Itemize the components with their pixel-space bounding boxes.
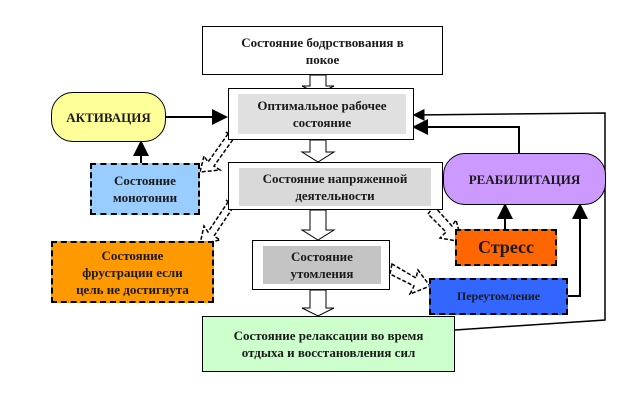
node-fatigue: Состояние утомления — [252, 240, 390, 290]
node-rehabilitation: РЕАБИЛИТАЦИЯ — [443, 153, 606, 205]
block-arrow-2 — [300, 139, 336, 163]
arrow-overfatigue-to-rehab — [568, 203, 588, 297]
node-frustration: Состояние фрустрации если цель не достиг… — [51, 241, 214, 303]
block-arrow-3 — [300, 209, 336, 241]
node-tense-activity: Состояние напряженной деятельности — [228, 162, 443, 210]
node-relaxation: Состояние релаксации во время отдыха и в… — [202, 316, 455, 372]
node-overfatigue: Переутомление — [429, 278, 568, 315]
node-stress: Стресс — [455, 229, 557, 266]
arrow-rehab-to-optimal — [412, 119, 520, 153]
arrow-relaxation-to-optimal — [412, 108, 606, 331]
dashed-arrow-fatigue-to-overfatigue — [389, 262, 432, 296]
node-activation: АКТИВАЦИЯ — [51, 92, 166, 142]
node-optimal-work: Оптимальное рабочее состояние — [228, 88, 414, 140]
dashed-arrow-tense-to-stress — [427, 204, 464, 243]
dashed-arrow-optimal-to-monotony — [199, 131, 236, 173]
node-monotony: Состояние монотонии — [90, 163, 200, 215]
block-arrow-4 — [301, 289, 335, 317]
node-rest-wakefulness: Состояние бодрствования в покое — [202, 26, 443, 75]
